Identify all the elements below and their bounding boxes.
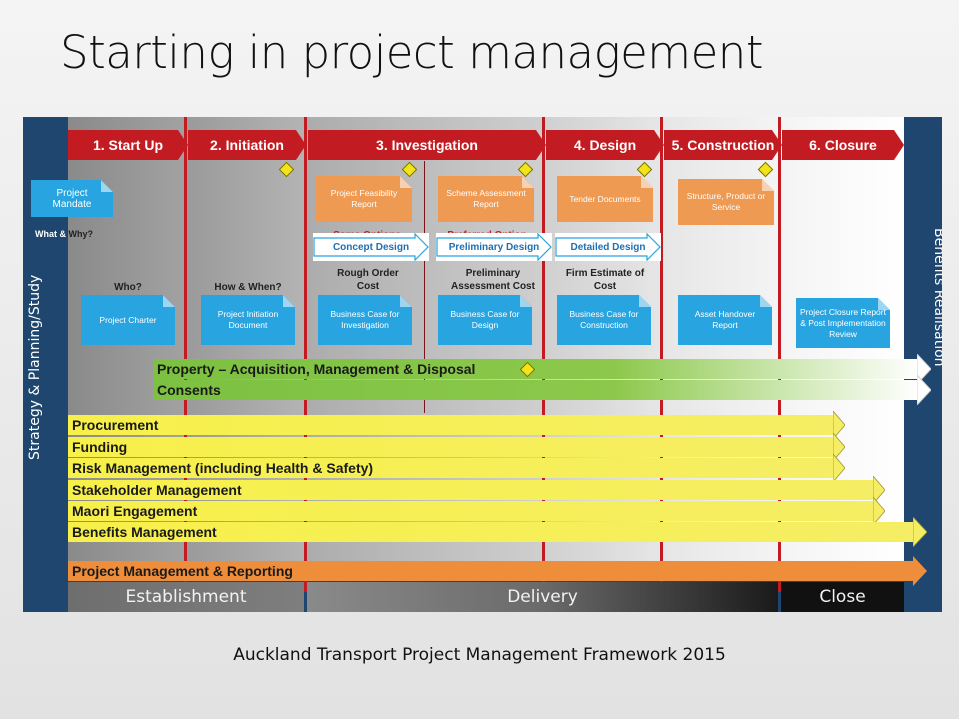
phase-investigation[interactable]: 3. Investigation [308, 130, 546, 160]
doc-label: Project Mandate [52, 187, 92, 210]
detailed-design-arrow: Detailed Design [555, 233, 661, 261]
benefits-realisation-label: Benefits Realisation [931, 227, 942, 367]
project-closure-report-doc: Project Closure Report & Post Implementa… [796, 298, 890, 348]
project-management-reporting-bar: Project Management & Reporting [68, 561, 914, 581]
project-charter-doc: Project Charter [81, 295, 175, 345]
firm-estimate-cost-label: Firm Estimate of Cost [565, 268, 645, 292]
phase-divider [184, 117, 187, 592]
preliminary-design-arrow: Preliminary Design [436, 233, 552, 261]
phase-design[interactable]: 4. Design [546, 130, 664, 160]
funding-bar: Funding [68, 437, 834, 457]
phase-label: 1. Start Up [92, 137, 163, 153]
arrow-head-icon [873, 476, 885, 504]
arrow-head-icon [913, 517, 927, 547]
sub-divider [424, 161, 425, 413]
business-case-construction-doc: Business Case for Construction [557, 295, 651, 345]
establishment-band: Establishment [68, 582, 304, 612]
phase-closure[interactable]: 6. Closure [782, 130, 904, 160]
phase-construction[interactable]: 5. Construction [664, 130, 782, 160]
maori-engagement-bar: Maori Engagement [68, 501, 874, 521]
arrow-head-icon [873, 497, 885, 525]
consents-bar: Consents [153, 380, 919, 400]
rough-order-cost-label: Rough Order Cost [337, 268, 399, 292]
property-bar: Property – Acquisition, Management & Dis… [153, 359, 919, 379]
business-case-investigation-doc: Business Case for Investigation [318, 295, 412, 345]
phase-divider [304, 117, 307, 592]
arrow-head-icon [917, 354, 931, 384]
phase-label: 5. Construction [671, 137, 775, 153]
how-when-label: How & When? [214, 282, 282, 293]
strategy-planning-label: Strategy & Planning/Study [27, 274, 43, 460]
phase-label: 2. Initiation [210, 137, 284, 153]
arrow-head-icon [833, 433, 845, 461]
what-why-label: What & Why? [35, 229, 94, 239]
phase-label: 3. Investigation [376, 137, 478, 153]
phase-divider [660, 117, 663, 592]
arrow-head-icon [833, 411, 845, 439]
stakeholder-management-bar: Stakeholder Management [68, 480, 874, 500]
phase-divider [542, 117, 545, 592]
risk-management-bar: Risk Management (including Health & Safe… [68, 458, 834, 478]
concept-design-arrow: Concept Design [313, 233, 429, 261]
tender-documents-doc: Tender Documents [557, 176, 653, 222]
phase-initiation[interactable]: 2. Initiation [188, 130, 306, 160]
benefits-management-bar: Benefits Management [68, 522, 914, 542]
business-case-design-doc: Business Case for Design [438, 295, 532, 345]
procurement-bar: Procurement [68, 415, 834, 435]
phase-startup[interactable]: 1. Start Up [68, 130, 188, 160]
framework-diagram: Strategy & Planning/Study Benefits Reali… [23, 117, 942, 612]
arrow-head-icon [917, 375, 931, 405]
arrow-head-icon [833, 454, 845, 482]
arrow-outline-icon [436, 233, 552, 261]
arrow-head-icon [913, 556, 927, 586]
phase-divider [778, 117, 781, 592]
preliminary-assessment-cost-label: Preliminary Assessment Cost [451, 268, 535, 292]
scheme-assessment-report-doc: Scheme Assessment Report [438, 176, 534, 222]
phase-label: 6. Closure [809, 137, 877, 153]
delivery-band: Delivery [307, 582, 778, 612]
who-label: Who? [114, 282, 142, 293]
slide-title: Starting in project management [60, 26, 763, 79]
asset-handover-report-doc: Asset Handover Report [678, 295, 772, 345]
arrow-outline-icon [555, 233, 661, 261]
project-mandate-doc: Project Mandate [31, 180, 113, 217]
structure-product-service-doc: Structure, Product or Service [678, 179, 774, 225]
close-band: Close [781, 582, 904, 612]
project-feasibility-report-doc: Project Feasibility Report [316, 176, 412, 222]
figure-caption: Auckland Transport Project Management Fr… [233, 645, 726, 665]
phase-label: 4. Design [573, 137, 637, 153]
project-initiation-document-doc: Project Initiation Document [201, 295, 295, 345]
arrow-outline-icon [313, 233, 429, 261]
